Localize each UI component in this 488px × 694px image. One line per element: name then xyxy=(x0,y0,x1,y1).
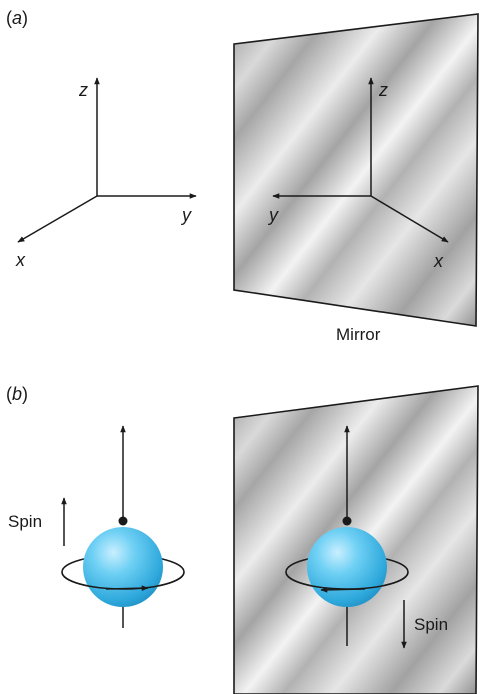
mirror-surface xyxy=(234,14,478,326)
mirrored-particle-dot xyxy=(343,517,352,526)
panel-b-label: (b) xyxy=(6,384,28,404)
mirrored-rotation-direction-arrow xyxy=(321,589,365,590)
coordinate-axes: z y x xyxy=(15,78,196,270)
spin-label-right: Spin xyxy=(414,615,448,634)
panel-a: (a) z y x z y x Mirror xyxy=(6,8,478,344)
spin-label-left: Spin xyxy=(8,512,42,531)
particle-sphere xyxy=(83,527,163,607)
mirror-caption: Mirror xyxy=(336,325,381,344)
particle-dot xyxy=(119,517,128,526)
x-axis-label: x xyxy=(15,250,26,270)
z-axis-label: z xyxy=(78,80,88,100)
mirrored-x-axis-label: x xyxy=(433,251,444,271)
mirrored-z-axis-label: z xyxy=(378,80,388,100)
mirrored-particle-sphere xyxy=(307,527,387,607)
panel-a-label: (a) xyxy=(6,8,28,28)
x-axis-arrow xyxy=(18,196,97,242)
particle-left: Spin xyxy=(8,426,184,628)
mirrored-y-axis-label: y xyxy=(267,205,279,225)
rotation-direction-arrow xyxy=(106,588,148,589)
mirror-a xyxy=(234,14,478,326)
y-axis-label: y xyxy=(180,205,192,225)
panel-b: (b) Spin Spin xyxy=(6,384,478,694)
